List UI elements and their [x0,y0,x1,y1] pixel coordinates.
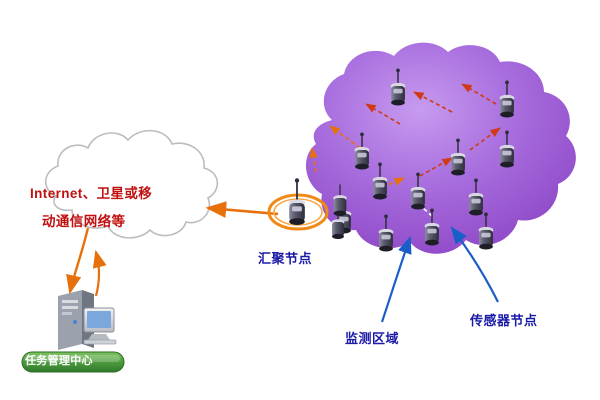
sensor-node-label: 传感器节点 [470,313,538,328]
task-management-center-label: 任务管理中心 [25,355,93,367]
monitor-region-label: 监测区域 [345,331,400,346]
internet-cloud-label-line1: Internet、卫星或移 [30,186,153,201]
sink-node-label: 汇聚节点 [258,251,313,266]
link-internet-to-center [66,227,107,297]
link-sink-to-internet [205,201,279,218]
sensor-node-group [331,68,515,252]
sink-node [267,178,329,231]
routing-paths [309,83,501,217]
callout-lines [380,226,499,323]
internet-cloud [44,129,219,239]
internet-cloud-label-line2: 动通信网络等 [42,214,126,229]
task-management-center-icon [21,290,125,373]
